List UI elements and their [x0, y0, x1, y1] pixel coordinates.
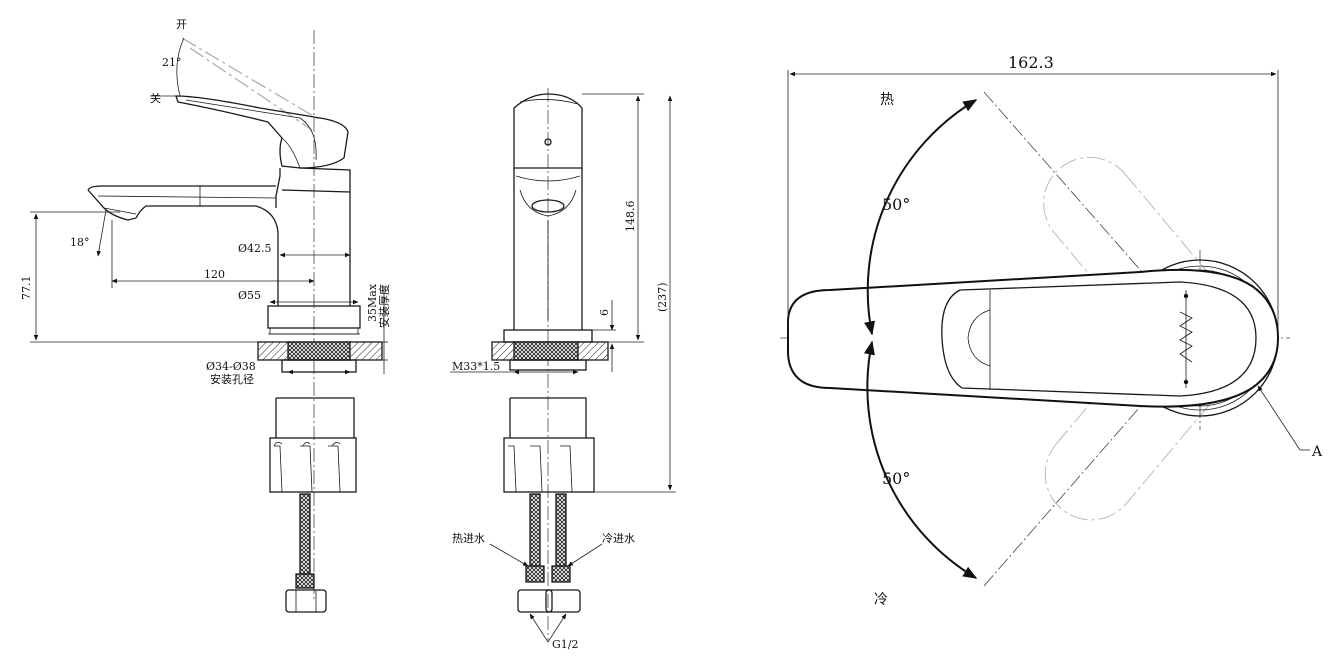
ref-a-label: A [1311, 444, 1323, 460]
width-label: 162.3 [1008, 53, 1054, 72]
thread-label: M33*1.5 [452, 360, 500, 373]
hot-inlet-label: 热进水 [452, 532, 485, 545]
top-view: 162.3 热 冷 50° 50° A [780, 53, 1323, 608]
height-label: 77.1 [20, 276, 33, 301]
body-diameter-label: Ø42.5 [238, 242, 272, 255]
base-diameter-label: Ø55 [238, 289, 261, 302]
side-view: M33*1.5 6 148.6 (237) 热进水 冷进水 G1/2 [450, 88, 676, 651]
side-height-label: 148.6 [624, 201, 637, 233]
cold-inlet-label: 冷进水 [602, 532, 635, 545]
connector-label: G1/2 [552, 638, 579, 651]
max-thickness-note: 安装厚度 [377, 284, 391, 328]
total-height-label: (237) [656, 282, 669, 312]
front-view: 开 关 21° 18° Ø42.5 120 Ø55 77.1 35Max 安装厚… [20, 18, 391, 613]
open-label: 开 [176, 18, 187, 31]
hot-label: 热 [880, 92, 894, 108]
reach-label: 120 [204, 268, 225, 281]
close-label: 关 [150, 91, 161, 105]
hole-diameter-label: Ø34-Ø38 [206, 360, 256, 373]
handle-angle-label: 21° [162, 56, 182, 69]
cold-label: 冷 [874, 592, 888, 608]
spout-angle-label: 18° [70, 236, 90, 249]
cold-angle-label: 50° [882, 469, 910, 488]
hole-diameter-note: 安装孔径 [210, 372, 254, 386]
max-thickness-label: 35Max [366, 283, 379, 322]
hot-angle-label: 50° [882, 195, 910, 214]
small-dim-label: 6 [598, 309, 611, 316]
